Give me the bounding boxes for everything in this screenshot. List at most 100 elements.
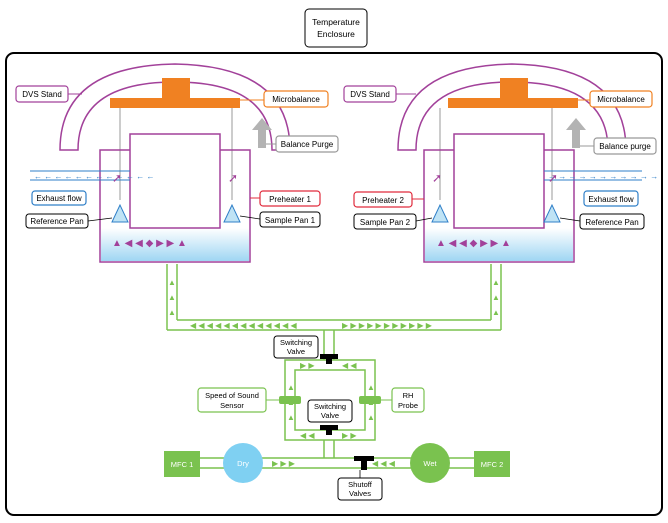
svg-text:◀ ◀ ◀: ◀ ◀ ◀ <box>372 459 396 468</box>
svg-text:DVS Stand: DVS Stand <box>350 90 390 99</box>
svg-text:Enclosure: Enclosure <box>317 29 355 39</box>
svg-text:▶ ▶ ▶ ▶ ▶ ▶ ▶ ▶ ▶ ▶ ▶: ▶ ▶ ▶ ▶ ▶ ▶ ▶ ▶ ▶ ▶ ▶ <box>342 321 433 330</box>
right-sample-pan <box>431 203 449 223</box>
svg-text:➚: ➚ <box>432 171 442 185</box>
right-exhaust-flow-label: Exhaust flow <box>583 190 639 207</box>
svg-text:▲: ▲ <box>492 308 500 317</box>
left-reference-pan-label: Reference Pan <box>25 213 113 229</box>
svg-text:Preheater 2: Preheater 2 <box>362 196 404 205</box>
right-purge-arrow-icon <box>566 118 586 148</box>
left-preheater-column <box>129 133 221 229</box>
left-sample-pan <box>223 203 241 223</box>
speed-of-sound-sensor <box>279 396 301 404</box>
gas-flow-lines <box>166 264 502 469</box>
svg-text:Probe: Probe <box>398 401 418 410</box>
svg-text:Preheater 1: Preheater 1 <box>269 195 311 204</box>
left-sample-pan-label: Sample Pan 1 <box>239 211 321 228</box>
dry-gas-source: Dry <box>223 443 263 483</box>
svg-text:Exhaust flow: Exhaust flow <box>36 194 82 203</box>
svg-text:Valve: Valve <box>287 347 305 356</box>
svg-text:Wet: Wet <box>423 459 437 468</box>
svg-text:Valves: Valves <box>349 489 371 498</box>
svg-text:▲: ▲ <box>367 413 375 422</box>
switching-valve-top-label: Switching Valve <box>273 335 319 359</box>
svg-text:Switching: Switching <box>280 338 312 347</box>
svg-text:▲: ▲ <box>367 383 375 392</box>
svg-text:Balance Purge: Balance Purge <box>281 140 334 149</box>
switching-valve-top-icon <box>320 354 338 364</box>
svg-text:➚: ➚ <box>548 171 558 185</box>
svg-text:Exhaust flow: Exhaust flow <box>588 195 634 204</box>
svg-text:▶ ▶: ▶ ▶ <box>342 431 357 440</box>
svg-text:◀ ◀: ◀ ◀ <box>342 361 357 370</box>
svg-text:DVS Stand: DVS Stand <box>22 90 62 99</box>
shutoff-valves-label: Shutoff Valves <box>337 470 383 501</box>
svg-text:▲: ▲ <box>168 293 176 302</box>
svg-text:Sample Pan 2: Sample Pan 2 <box>360 218 411 227</box>
wet-gas-source: Wet <box>410 443 450 483</box>
left-preheater-label: Preheater 1 <box>250 190 321 207</box>
right-exhaust-tube: → → → → → → → → → → → <box>544 170 658 181</box>
left-dvs-unit: ← ← ← ← ← ← ← ← ← ← ← ← ➚ ➚ ▲ ◀ ◀ ◆ ▶ ▶ … <box>30 63 291 263</box>
speed-of-sound-label: Speed of Sound Sensor <box>197 387 279 413</box>
right-reference-pan <box>543 203 561 223</box>
right-dvs-stand-label: DVS Stand <box>343 85 416 103</box>
left-balance-purge-label: Balance Purge <box>266 135 339 153</box>
mfc1-block: MFC 1 <box>164 451 200 477</box>
right-balance-purge-label: Balance purge <box>580 137 657 155</box>
left-reference-pan <box>111 203 129 223</box>
svg-text:Reference Pan: Reference Pan <box>30 217 83 226</box>
left-microbalance-shape <box>110 78 240 108</box>
right-preheater-column <box>453 133 545 229</box>
svg-text:◀ ◀: ◀ ◀ <box>300 431 315 440</box>
svg-text:MFC 2: MFC 2 <box>481 460 504 469</box>
shutoff-valve-icon <box>354 456 374 470</box>
switching-valve-mid-icon <box>320 425 338 435</box>
temperature-enclosure <box>5 52 663 516</box>
svg-text:▶ ▶: ▶ ▶ <box>300 361 315 370</box>
svg-text:MFC 1: MFC 1 <box>171 460 194 469</box>
temperature-enclosure-label: Temperature Enclosure <box>304 8 368 48</box>
left-microbalance-label: Microbalance <box>240 90 329 108</box>
right-sample-pan-label: Sample Pan 2 <box>353 213 433 230</box>
right-reference-pan-label: Reference Pan <box>559 213 645 230</box>
svg-text:▲: ▲ <box>168 278 176 287</box>
svg-text:Balance purge: Balance purge <box>599 142 651 151</box>
rh-probe-label: RH Probe <box>381 387 425 413</box>
svg-text:Valve: Valve <box>321 411 339 420</box>
svg-text:Temperature: Temperature <box>312 17 360 27</box>
svg-text:Dry: Dry <box>237 459 249 468</box>
mfc2-block: MFC 2 <box>474 451 510 477</box>
left-exhaust-tube: ← ← ← ← ← ← ← ← ← ← ← ← <box>30 170 154 181</box>
right-dvs-unit: → → → → → → → → → → → ➚ ➚ ▲ ◀ ◀ ◆ ▶ ▶ ▲ <box>397 63 658 263</box>
svg-text:➚: ➚ <box>112 171 122 185</box>
left-dvs-stand-label: DVS Stand <box>15 85 82 103</box>
right-microbalance-label: Microbalance <box>578 90 653 108</box>
svg-text:Reference Pan: Reference Pan <box>585 218 638 227</box>
rh-probe-sensor <box>359 396 381 404</box>
svg-text:▲ ◀ ◀ ◆ ▶ ▶ ▲: ▲ ◀ ◀ ◆ ▶ ▶ ▲ <box>112 238 187 249</box>
left-exhaust-flow-label: Exhaust flow <box>31 190 87 206</box>
svg-text:▲: ▲ <box>287 383 295 392</box>
svg-text:Shutoff: Shutoff <box>348 480 373 489</box>
svg-text:RH: RH <box>403 391 414 400</box>
svg-text:▲ ◀ ◀ ◆ ▶ ▶ ▲: ▲ ◀ ◀ ◆ ▶ ▶ ▲ <box>436 238 511 249</box>
svg-text:Microbalance: Microbalance <box>597 95 645 104</box>
svg-text:▲: ▲ <box>492 293 500 302</box>
svg-text:→ → → → → → → → → → →: → → → → → → → → → → → <box>548 172 658 181</box>
svg-text:▶ ▶ ▶: ▶ ▶ ▶ <box>272 459 296 468</box>
svg-text:Speed of Sound: Speed of Sound <box>205 391 259 400</box>
svg-text:▲: ▲ <box>287 413 295 422</box>
svg-text:▲: ▲ <box>168 308 176 317</box>
svg-text:➚: ➚ <box>228 171 238 185</box>
svg-text:Microbalance: Microbalance <box>272 95 320 104</box>
svg-text:▲: ▲ <box>492 278 500 287</box>
switching-valve-mid-label: Switching Valve <box>307 399 353 423</box>
left-purge-arrow-icon <box>252 118 272 148</box>
svg-text:← ← ← ← ← ← ← ← ← ← ← ←: ← ← ← ← ← ← ← ← ← ← ← ← <box>34 172 154 181</box>
svg-text:Switching: Switching <box>314 402 346 411</box>
svg-text:◀ ◀ ◀ ◀ ◀ ◀ ◀ ◀ ◀ ◀ ◀ ◀ ◀: ◀ ◀ ◀ ◀ ◀ ◀ ◀ ◀ ◀ ◀ ◀ ◀ ◀ <box>190 321 298 330</box>
svg-text:Sensor: Sensor <box>220 401 244 410</box>
right-preheater-label: Preheater 2 <box>353 191 424 208</box>
